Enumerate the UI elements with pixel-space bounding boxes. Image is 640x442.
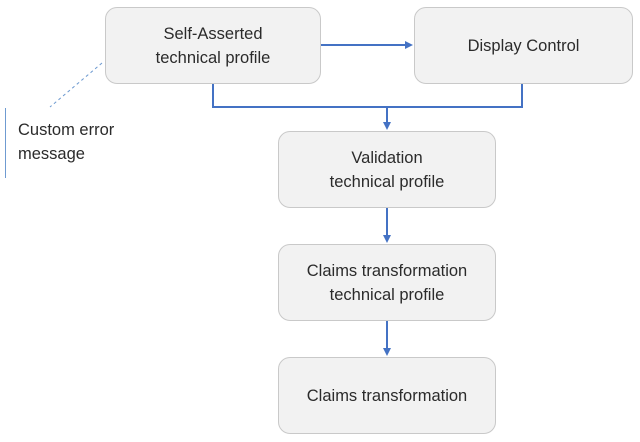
merge-connector (212, 84, 523, 108)
display-control-box: Display Control (414, 7, 633, 84)
claims-transformation-box: Claims transformation (278, 357, 496, 434)
validation-technical-profile-box: Validation technical profile (278, 131, 496, 208)
claims-transformation-technical-profile-box: Claims transformation technical profile (278, 244, 496, 321)
self-asserted-technical-profile-box: Self-Asserted technical profile (105, 7, 321, 84)
callout-leader-line (49, 62, 103, 108)
custom-error-message-callout: Custom error message (18, 121, 115, 163)
callout-bar (5, 108, 6, 178)
